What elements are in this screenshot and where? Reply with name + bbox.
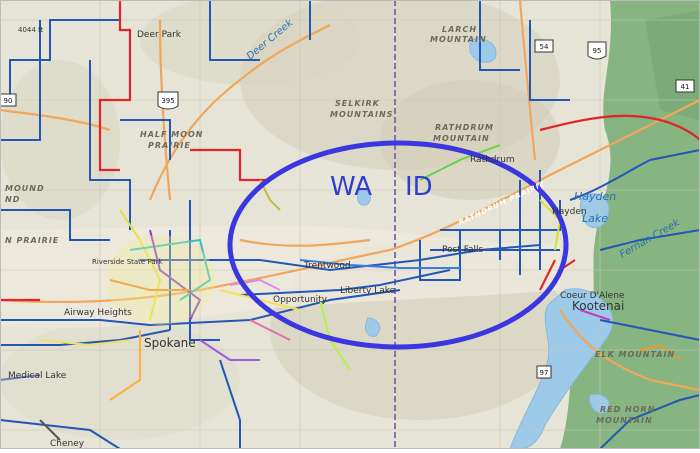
svg-text:90: 90 [4,97,13,105]
label-hayden-lake-2: Lake [582,212,608,225]
svg-text:97: 97 [540,369,549,377]
highways [0,0,700,392]
highlight-ellipse [227,140,569,350]
label-kootenai: Kootenai [572,299,624,313]
label-hayden: Hayden [552,207,587,217]
label-larch-mountain: MOUNTAIN [430,35,487,44]
label-spokane: Spokane [144,336,196,350]
label-larch: LARCH [442,25,477,34]
label-coeur-dalene: Coeur D'Alene [560,291,625,301]
label-liberty-lake: Liberty Lake [340,286,396,296]
shield-i90: 90 [0,93,17,107]
svg-text:54: 54 [540,43,549,51]
label-red-horn-mountain: MOUNTAIN [596,416,653,425]
label-half-moon-prairie: PRAIRIE [148,141,191,150]
label-elevation: 4044 ft [18,26,43,34]
place-labels: 4044 ft Deer Park Trentwood Opportunity … [8,26,625,449]
svg-text:95: 95 [593,47,602,55]
label-airway-heights: Airway Heights [64,308,132,318]
svg-text:395: 395 [161,97,174,105]
label-hayden-lake-1: Hayden [574,190,616,203]
label-washington: WA [330,172,372,202]
label-riverside-park: Riverside State Park [92,258,164,266]
label-rathdrum-mountain-2: MOUNTAIN [433,134,490,143]
label-nd: ND [5,195,20,204]
label-n-prairie: N PRAIRIE [5,236,59,245]
label-post-falls: Post Falls [442,245,484,255]
shield-us95: 95 [587,41,607,60]
shield-sh41: 41 [675,79,695,93]
label-trentwood: Trentwood [303,261,351,271]
label-selkirk: SELKIRK [335,99,380,108]
label-elk-mountain: ELK MOUNTAIN [595,350,675,359]
label-cheney: Cheney [50,439,85,449]
label-mountains: MOUNTAINS [330,110,393,119]
label-red-horn: RED HORN [600,405,655,414]
label-rathdrum: Rathdrum [470,155,515,165]
label-half-moon: HALF MOON [140,130,204,139]
shield-sh54: 54 [534,39,554,53]
transit-routes-red [0,0,700,302]
label-deer-park: Deer Park [137,30,182,40]
water-bodies [357,38,614,450]
label-mound: MOUND [5,184,45,193]
label-rathdrum-mountain-1: RATHDRUM [435,123,494,132]
spokane-urban-area [105,235,215,325]
label-idaho: ID [405,172,433,202]
shield-sh97: 97 [536,365,552,379]
shield-us395: 395 [157,91,179,110]
svg-text:41: 41 [681,83,690,91]
label-opportunity: Opportunity [273,295,328,305]
label-medical-lake: Medical Lake [8,371,67,381]
